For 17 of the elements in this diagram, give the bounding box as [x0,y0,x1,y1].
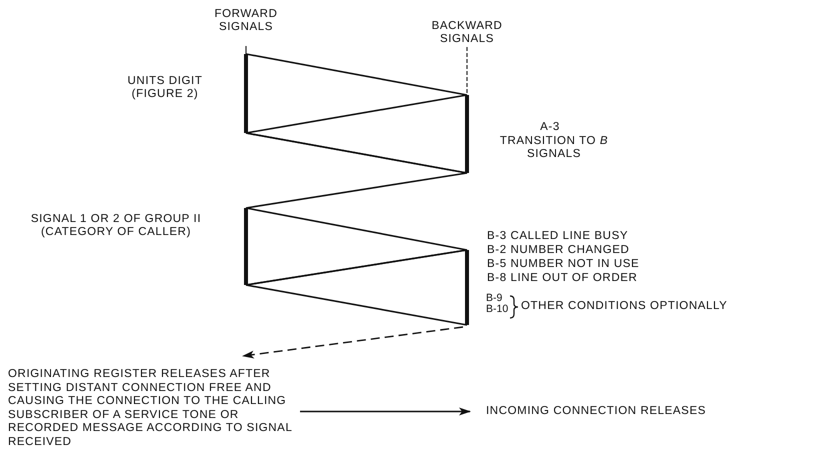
signal-code: A-3 [539,121,561,134]
note-text: INCOMING CONNECTION RELEASES [486,405,806,418]
signal-code-text: B-8 LINE OUT OF ORDER [487,272,638,285]
arrow [300,408,471,416]
column-heading: FORWARD SIGNALS [214,8,278,34]
signal-code: B-10 [486,304,510,315]
signal-code: B-9 [486,293,504,304]
signal-note: TRANSITION TO B SIGNALS [498,135,610,161]
signal-note: UNITS DIGIT (FIGURE 2) [126,75,204,101]
note-text: ORIGINATING REGISTER RELEASES AFTER SETTING DISTANT CONNECTION FREE AND CAUSING THE CONNECTION TO THE CALLING SUBSCRIBER OF A SERVICE TONE OR RECORDED MESSAGE ACCORDING TO SIGNAL RECEIVED [8,368,308,450]
column-heading: BACKWARD SIGNALS [430,20,504,46]
signal-code-text: B-2 NUMBER CHANGED [487,244,630,257]
dashed-arrow [242,326,464,359]
signal-note: SIGNAL 1 OR 2 OF GROUP II (CATEGORY OF CALLER) [30,213,202,239]
signal-note: OTHER CONDITIONS OPTIONALLY [521,300,728,313]
signal-code-text: B-5 NUMBER NOT IN USE [487,258,640,271]
signal-code-text: B-3 CALLED LINE BUSY [487,230,630,243]
